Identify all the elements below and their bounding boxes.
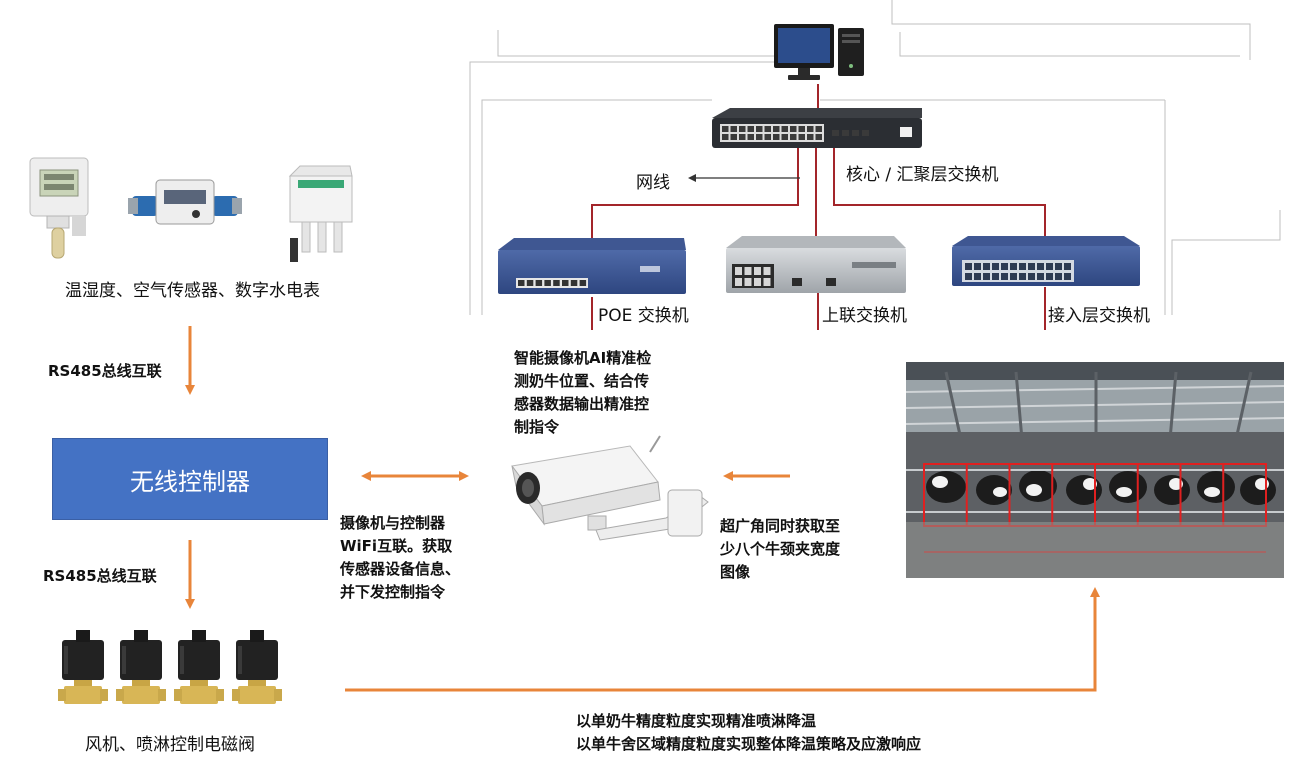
rs485-bottom-label: RS485总线互联 [43,567,157,585]
computer-icon [774,24,864,80]
poe-switch-icon [498,238,686,294]
uplink-switch-label: 上联交换机 [822,306,907,326]
core-switch-icon [712,108,922,148]
sensors-label: 温湿度、空气传感器、数字水电表 [65,281,320,301]
air-sensor-icon [288,165,353,262]
water-meter-icon [128,179,242,225]
camera-ai-description: 智能摄像机AI精准检 测奶牛位置、结合传 感器数据输出精准控 制指令 [514,349,652,436]
wireless-controller-label: 无线控制器 [130,467,250,496]
core-switch-label: 核心 / 汇聚层交换机 [846,165,999,185]
valves-label: 风机、喷淋控制电磁阀 [85,735,255,755]
flow-arrows [185,326,1100,692]
wifi-description: 摄像机与控制器 WiFi互联。获取 传感器设备信息、 并下发控制指令 [340,514,461,601]
wireless-controller-box: 无线控制器 [52,438,328,520]
poe-switch-label: POE 交换机 [598,306,689,326]
camera-icon [511,435,709,541]
access-switch-icon [952,236,1140,286]
solenoid-valves [58,630,282,704]
wideangle-description: 超广角同时获取至 少八个牛颈夹宽度 图像 [720,517,841,581]
barn-camera-image [906,362,1284,578]
access-switch-label: 接入层交换机 [1048,306,1150,326]
background-frames [469,0,1281,315]
uplink-switch-icon [726,236,906,293]
strategy-description: 以单奶牛精度粒度实现精准喷淋降温 以单牛舍区域精度粒度实现整体降温策略及应激响应 [576,712,922,753]
wireline-label: 网线 [636,173,670,193]
humidity-sensor-icon [29,157,89,259]
barn-photo-drawing [906,362,1284,578]
rs485-top-label: RS485总线互联 [48,362,162,380]
network-links [591,84,1046,330]
